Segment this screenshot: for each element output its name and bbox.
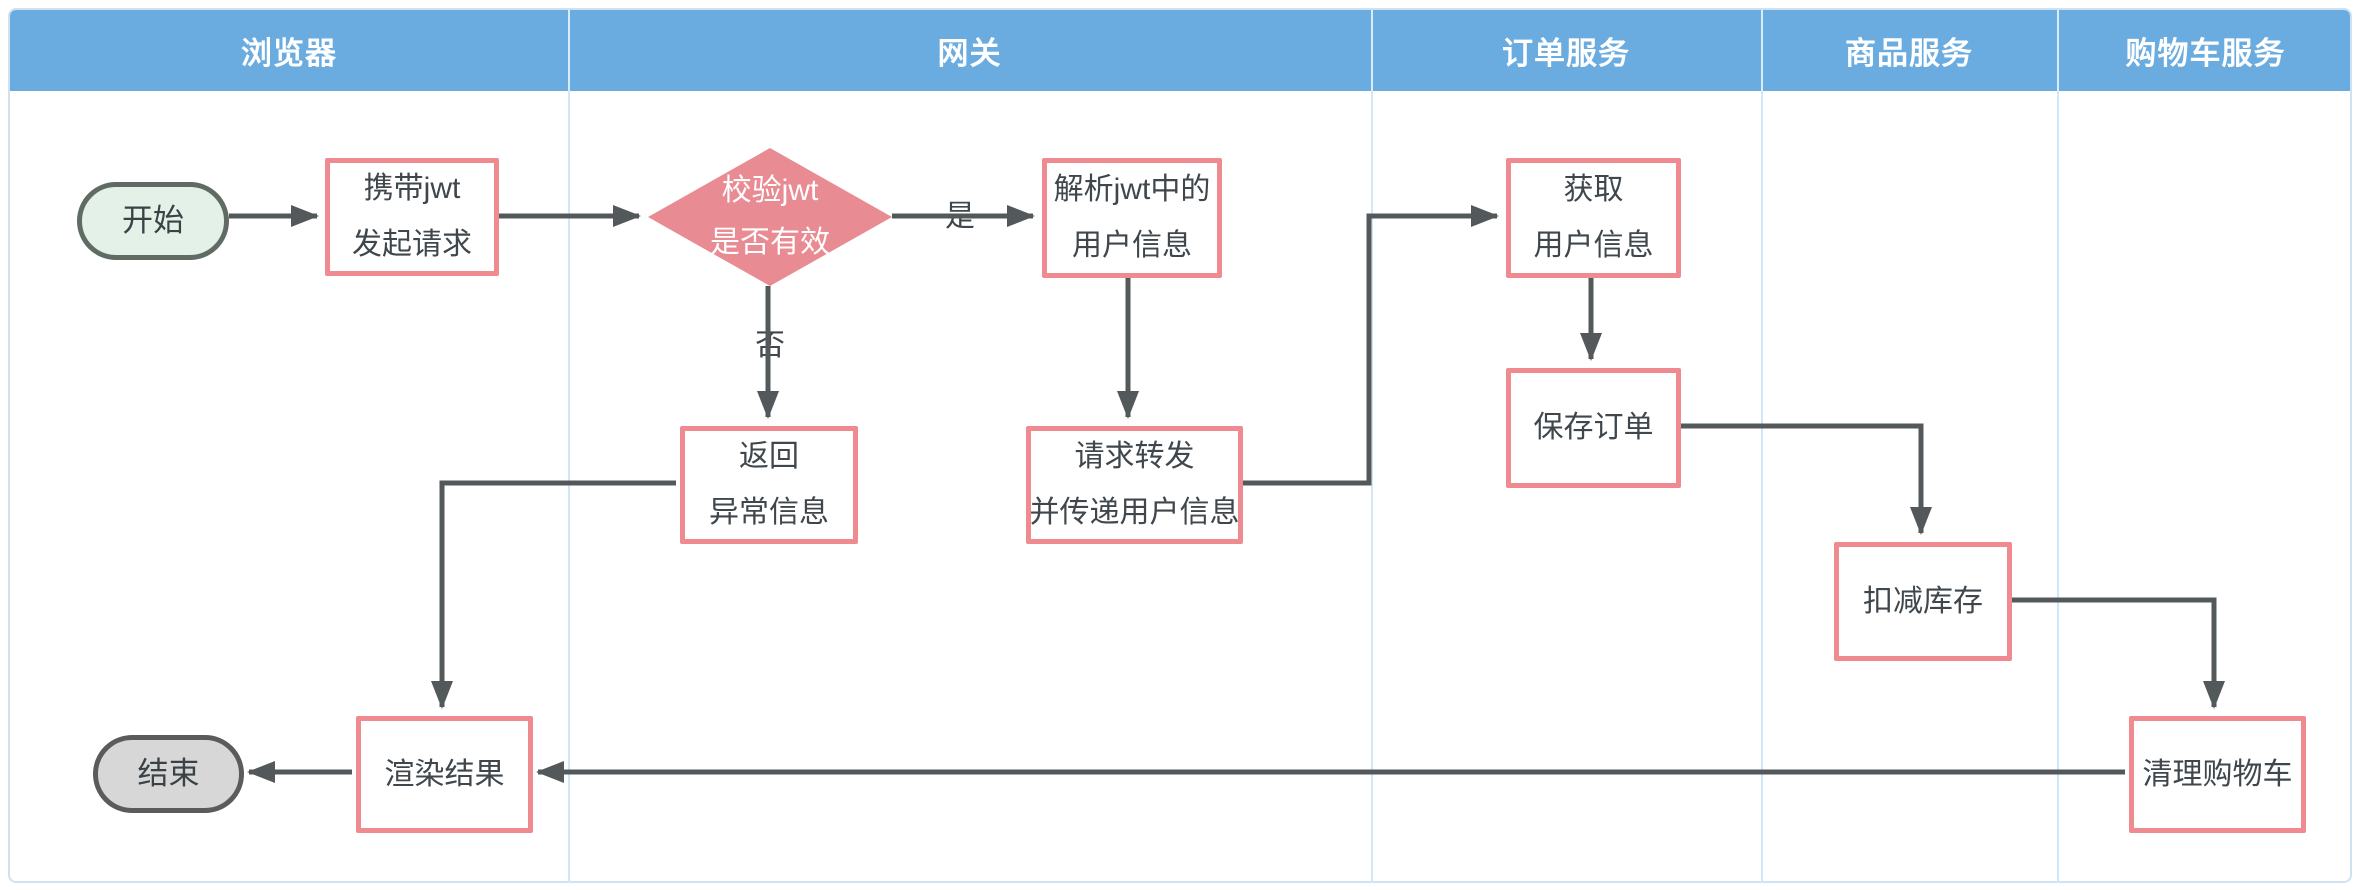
render-result-node[interactable]: 渲染结果 xyxy=(356,716,533,833)
carry-jwt-request-node[interactable]: 携带jwt 发起请求 xyxy=(325,158,499,276)
node-label-line: 结束 xyxy=(137,756,200,791)
validate-jwt-decision-node[interactable]: 校验jwt 是否有效 xyxy=(648,148,892,286)
edge-condition-label: 否 xyxy=(747,327,793,365)
lane-divider xyxy=(1371,91,1373,883)
node-label-line: 并传递用户信息 xyxy=(1029,496,1240,529)
get-userinfo-node[interactable]: 获取用户信息 xyxy=(1506,158,1681,278)
node-label-line: 发起请求 xyxy=(352,228,472,261)
node-label-line: 清理购物车 xyxy=(2142,757,2293,791)
node-label-line: 获取 xyxy=(1563,173,1624,206)
forward-request-node[interactable]: 请求转发并传递用户信息 xyxy=(1026,426,1243,544)
return-error-node[interactable]: 返回异常信息 xyxy=(680,426,858,544)
lane-divider xyxy=(568,91,570,883)
lane-header-divider xyxy=(1371,10,1373,91)
node-label-line: 用户信息 xyxy=(1072,229,1192,262)
lane-divider xyxy=(1761,91,1763,883)
node-label-line: 扣减库存 xyxy=(1863,584,1983,618)
lane-title-4: 商品服务 xyxy=(1761,10,2057,91)
node-label-line: 校验jwt xyxy=(721,174,819,207)
lane-header-divider xyxy=(568,10,570,91)
deduct-stock-node[interactable]: 扣减库存 xyxy=(1834,542,2012,661)
start-node[interactable]: 开始 xyxy=(77,182,229,260)
lane-title-1: 浏览器 xyxy=(10,10,568,91)
lane-title-3: 订单服务 xyxy=(1371,10,1761,91)
node-label-line: 异常信息 xyxy=(709,496,829,529)
flowchart-canvas: 浏览器 网关 订单服务 商品服务 购物车服务 开始 携带jwt 发起请求 校验jwt 是否有效 解… xyxy=(8,8,2352,883)
clear-cart-node[interactable]: 清理购物车 xyxy=(2129,716,2306,833)
node-label-line: 返回 xyxy=(739,440,799,473)
lane-title-5: 购物车服务 xyxy=(2057,10,2354,91)
edge-condition-label: 是 xyxy=(937,198,983,236)
node-label-line: 解析jwt中的 xyxy=(1053,173,1211,206)
lane-title-2: 网关 xyxy=(568,10,1371,91)
lane-header-row: 浏览器 网关 订单服务 商品服务 购物车服务 xyxy=(10,10,2350,91)
lane-title-label: 购物车服务 xyxy=(2125,36,2286,71)
end-node[interactable]: 结束 xyxy=(93,735,244,813)
node-label-line: 用户信息 xyxy=(1533,229,1654,262)
node-label-line: 携带jwt xyxy=(363,172,461,205)
node-label-line: 渲染结果 xyxy=(384,757,505,791)
node-label-line: 保存订单 xyxy=(1533,411,1654,444)
lane-title-label: 浏览器 xyxy=(241,36,337,71)
lane-divider xyxy=(2057,91,2059,883)
node-label-line: 是否有效 xyxy=(710,226,830,259)
save-order-node[interactable]: 保存订单 xyxy=(1506,368,1681,488)
lane-title-label: 商品服务 xyxy=(1845,36,1973,71)
lane-header-divider xyxy=(2057,10,2059,91)
lane-title-label: 订单服务 xyxy=(1502,36,1630,71)
lane-title-label: 网关 xyxy=(937,36,1002,71)
node-label-line: 开始 xyxy=(122,203,184,238)
parse-jwt-userinfo-node[interactable]: 解析jwt中的用户信息 xyxy=(1042,158,1222,278)
lane-header-divider xyxy=(1761,10,1763,91)
node-label-line: 请求转发 xyxy=(1074,440,1195,473)
